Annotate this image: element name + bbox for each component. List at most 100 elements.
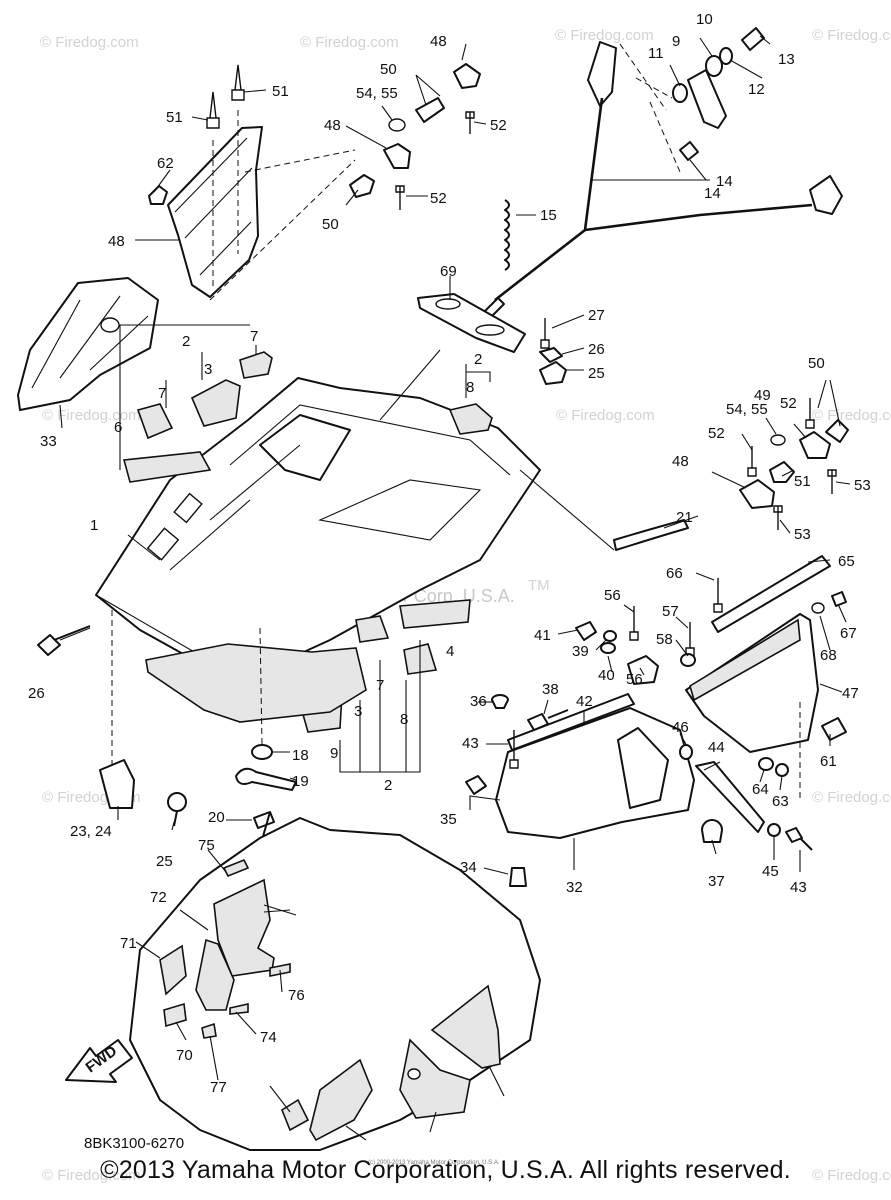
knob-39 (575, 621, 597, 641)
callout: 33 (40, 433, 57, 450)
watermark: © Firedog.com (812, 407, 891, 424)
callout: 39 (572, 643, 589, 660)
foam-3 (145, 643, 367, 723)
bracket-54-55 (627, 655, 659, 685)
callout: 48 (430, 33, 447, 50)
callout: 4 (446, 643, 454, 660)
rivet-41 (509, 730, 519, 769)
hood-1-vent (318, 479, 482, 541)
clip-33 (465, 775, 487, 795)
pad-67 (163, 1002, 187, 1028)
callout: 52 (708, 425, 725, 442)
callout: 40 (598, 667, 615, 684)
hood-cable-17 (494, 97, 604, 302)
washer-37 (603, 630, 617, 642)
callout: 25 (156, 853, 173, 870)
callout: 26 (28, 685, 45, 702)
callout: 27 (588, 307, 605, 324)
callout: 3 (204, 361, 212, 378)
callout: 43 (462, 735, 479, 752)
bracket-48 (383, 143, 411, 169)
callout: 9 (672, 33, 680, 50)
pad-71 (222, 858, 250, 878)
bracket-50 (349, 174, 375, 198)
grommet-19 (251, 744, 273, 760)
callout: 68 (820, 647, 837, 664)
callout: 67 (840, 625, 857, 642)
callout: 51 (166, 109, 183, 126)
hood-group (95, 377, 541, 683)
washer-38 (600, 642, 616, 654)
watermark: © Firedog.com (42, 407, 141, 424)
callout: 51 (272, 83, 289, 100)
panel-47-detail (174, 137, 253, 276)
callout: 37 (708, 873, 725, 890)
callout: 14 (716, 173, 733, 190)
part-code: 8BK3100-6270 (84, 1135, 184, 1152)
hood-1-windshield (259, 414, 351, 481)
foam-5 (190, 379, 241, 427)
callout: 52 (430, 190, 447, 207)
belly-pan-group (129, 817, 541, 1151)
callout: 64 (752, 781, 769, 798)
washer-53 (770, 434, 786, 446)
rivet-52 (773, 505, 783, 530)
rivet-56 (629, 606, 639, 641)
callout: 10 (696, 11, 713, 28)
callout: 58 (656, 631, 673, 648)
callout: 47 (842, 685, 859, 702)
watermark: © Firedog.com (556, 407, 655, 424)
callout: 25 (588, 365, 605, 382)
callout: 56 (604, 587, 621, 604)
callout: 23, 24 (70, 823, 112, 840)
callout: 75 (198, 837, 215, 854)
rivet-29 (540, 318, 550, 349)
foam-7b (355, 615, 390, 643)
callout: 2 (384, 777, 392, 794)
duct-40 (507, 693, 635, 751)
pad-76 (213, 878, 275, 977)
watermark-tm: TM (528, 577, 550, 594)
callout: 72 (150, 889, 167, 906)
watermark: © Firedog.com (812, 27, 891, 44)
callout: 46 (672, 719, 689, 736)
callout: 43 (790, 879, 807, 896)
callout: 2 (474, 351, 482, 368)
callout: 52 (490, 117, 507, 134)
callout: 6 (114, 419, 122, 436)
gasket-group (417, 293, 567, 385)
callout: 53 (794, 526, 811, 543)
spring-18 (504, 199, 510, 271)
callout: 57 (662, 603, 679, 620)
watermark: © Firedog.com (812, 789, 891, 806)
callout: 7 (250, 328, 258, 345)
callout: 51 (794, 473, 811, 490)
foam-10 (448, 403, 493, 435)
watermark: © Firedog.com (555, 27, 654, 44)
callout: 14 (704, 185, 721, 202)
callout: 49 (754, 387, 771, 404)
pad-72 (201, 1022, 217, 1039)
foam-7 (136, 403, 174, 440)
rivet-52 (827, 469, 837, 494)
callout: 8 (466, 379, 474, 396)
bolt-51 (805, 398, 815, 429)
callout: 20 (208, 809, 225, 826)
nut-44 (679, 744, 693, 760)
watermark: © Firedog.com (300, 34, 399, 51)
callout: 45 (762, 863, 779, 880)
bracket-12 (687, 69, 727, 129)
callout: 50 (808, 355, 825, 372)
rivet-63 (713, 578, 723, 613)
bracket-group-top (349, 63, 481, 210)
callout: 41 (534, 627, 551, 644)
bolt-51 (206, 91, 220, 129)
collar-13 (705, 55, 723, 77)
grommet-34 (491, 694, 509, 709)
callout: 77 (210, 1079, 227, 1096)
washer-45 (767, 823, 781, 837)
cable-end-bracket (809, 175, 843, 215)
callout: 66 (666, 565, 683, 582)
washer-60 (775, 763, 789, 777)
callout: 34 (460, 859, 477, 876)
